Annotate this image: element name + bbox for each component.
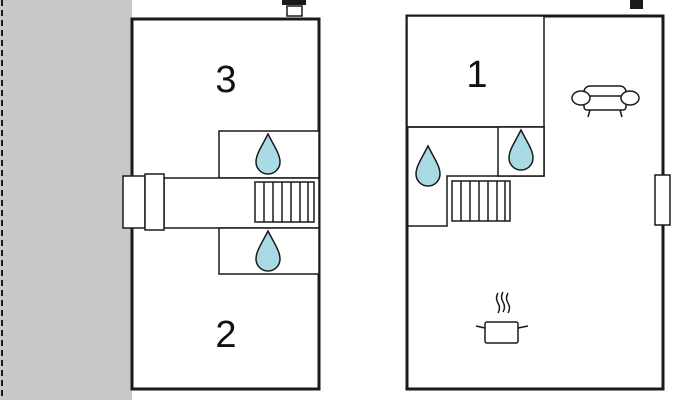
- right-floor: 1: [405, 0, 671, 391]
- steam-line: [495, 292, 501, 314]
- window-icon: [654, 174, 671, 226]
- water-drop-icon: [415, 144, 441, 187]
- room-number-3: 3: [215, 59, 236, 101]
- vent-base: [282, 0, 306, 5]
- door-leaf: [144, 173, 165, 231]
- steam-line: [505, 292, 511, 314]
- room-number-2: 2: [215, 314, 236, 356]
- outdoor-terrace: [0, 0, 132, 400]
- staircase-icon: [254, 181, 315, 223]
- sofa-arm-right: [620, 90, 640, 106]
- pot-handle-right: [517, 325, 529, 329]
- sofa-leg: [587, 109, 591, 118]
- vent-body: [286, 5, 303, 17]
- pot-body: [484, 321, 519, 344]
- pot-handle-left: [475, 325, 486, 329]
- window-icon: [630, 0, 643, 9]
- staircase-icon: [451, 180, 511, 222]
- door-icon: [122, 173, 165, 231]
- sofa-icon: [571, 85, 640, 118]
- room-number-1: 1: [466, 54, 487, 96]
- door-frame: [122, 175, 146, 229]
- cooking-pot-icon: [475, 291, 529, 344]
- window-icon: [282, 0, 306, 17]
- steam-line: [500, 291, 506, 313]
- sofa-arm-left: [571, 90, 591, 106]
- terrace-area: [0, 0, 132, 400]
- stairs-outline: [254, 181, 315, 223]
- water-drop-icon: [508, 128, 534, 171]
- left-floor: 3 2: [122, 0, 321, 391]
- sofa-leg: [619, 109, 623, 118]
- water-drop-icon: [255, 229, 281, 272]
- water-drop-icon: [255, 132, 281, 175]
